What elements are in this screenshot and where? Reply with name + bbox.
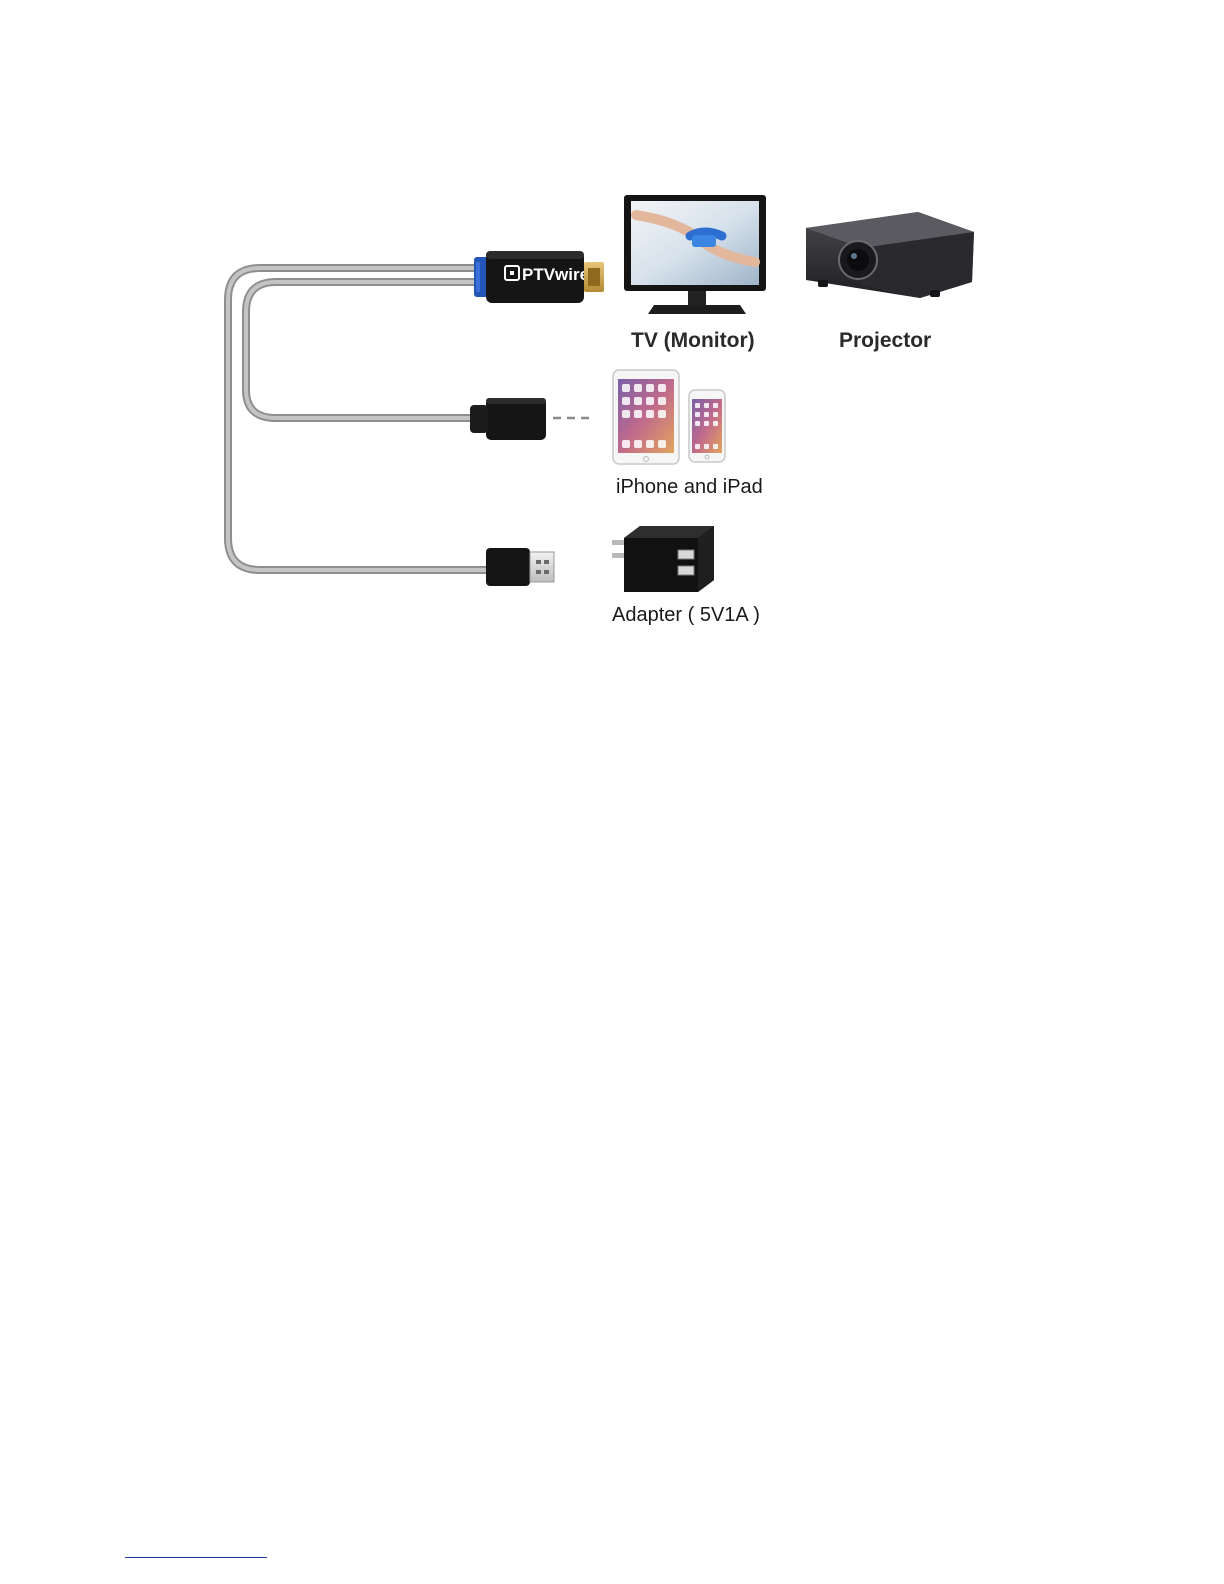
lightning-socket: [470, 398, 546, 440]
ipad-icon: [613, 370, 679, 464]
cable-bundle: [228, 268, 488, 570]
brand-label: PTVwire: [522, 265, 589, 284]
lightning-cable: [246, 282, 488, 418]
projector-icon: [806, 212, 974, 298]
connection-diagram: PTVwire TV (Monitor): [0, 0, 1224, 700]
projector-label: Projector: [839, 329, 931, 352]
adapter-label: Adapter ( 5V1A ): [612, 604, 760, 626]
iphone-ipad-label: iPhone and iPad: [616, 476, 763, 498]
tv-monitor-icon: [624, 195, 766, 314]
usb-plug: [486, 548, 554, 586]
hdmi-connector: PTVwire: [474, 251, 604, 303]
tv-label: TV (Monitor): [631, 329, 755, 352]
footnote-separator: [125, 1557, 267, 1558]
power-adapter-icon: [612, 526, 714, 592]
iphone-icon: [689, 390, 725, 462]
